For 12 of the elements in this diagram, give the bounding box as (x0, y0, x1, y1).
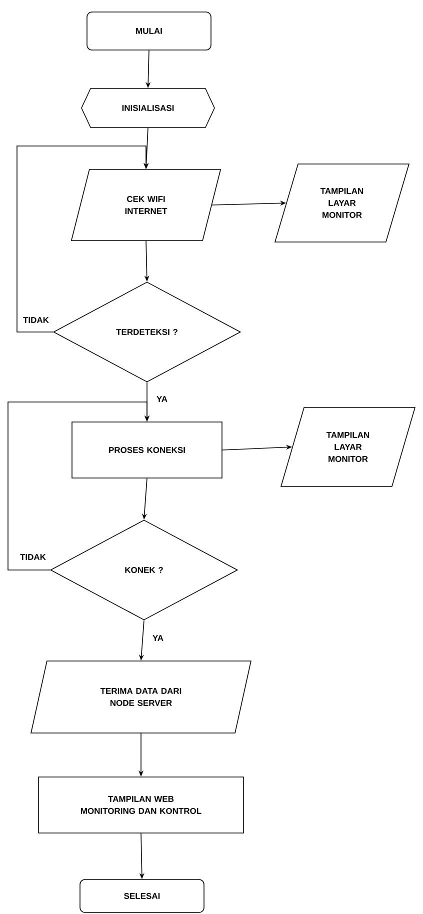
process-box: PROSES KONEKSI (72, 422, 222, 478)
terminal-box: MULAI (86, 12, 212, 50)
data-parallelogram: TERIMA DATA DARI NODE SERVER (30, 660, 252, 734)
edge-label: TIDAK (19, 553, 47, 561)
arrow (8, 402, 150, 570)
edge-label: YA (151, 634, 164, 642)
preparation-hexagon: INISIALISASI (81, 88, 215, 128)
process-box: TAMPILAN WEB MONITORING DAN KONTROL (38, 776, 244, 834)
edge-label: YA (155, 395, 168, 403)
terminal-box: SELESAI (80, 879, 204, 913)
edge-label: TIDAK (22, 316, 50, 324)
arrow (16, 146, 149, 332)
